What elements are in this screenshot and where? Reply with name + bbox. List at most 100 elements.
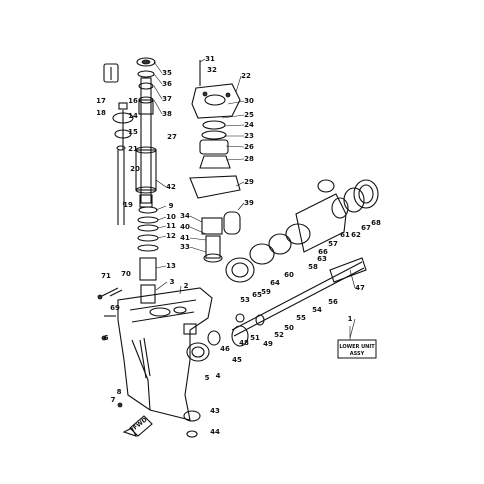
callout-68: 68: [371, 219, 381, 227]
leader-line-25: [221, 114, 245, 119]
callout-50: 50: [284, 324, 294, 332]
pinion-cluster: [201, 211, 241, 263]
callout-42: 42: [166, 183, 176, 191]
leader-line-31: [199, 58, 206, 63]
callout-60: 60: [284, 271, 294, 279]
leader-line-24: [223, 124, 245, 127]
callout-11: 11: [166, 222, 176, 230]
callout-52: 52: [274, 331, 284, 339]
callout-26: 26: [244, 143, 254, 151]
callout-8: 8: [117, 388, 122, 396]
callout-29: 29: [244, 178, 254, 186]
callout-39: 39: [244, 199, 254, 207]
callout-54: 54: [312, 306, 322, 314]
callout-1: 1: [348, 315, 353, 323]
leader-line-47: [349, 269, 356, 289]
callout-4: 4: [216, 372, 221, 380]
leader-line-19: [122, 199, 125, 206]
callout-23: 23: [244, 132, 254, 140]
leader-line-29: [235, 181, 245, 187]
callout-56: 56: [328, 298, 338, 306]
leader-lines: [122, 58, 356, 339]
callout-69: 69: [110, 304, 120, 312]
lower-casing: [117, 287, 213, 421]
title-box: LOWER UNIT ASSY: [337, 326, 377, 359]
leader-line-2: [179, 285, 182, 295]
leader-line-36: [153, 73, 163, 85]
leader-line-3: [155, 281, 168, 291]
callout-5: 5: [205, 374, 210, 382]
callout-49: 49: [263, 340, 273, 348]
callout-48: 48: [239, 339, 249, 347]
callout-66: 66: [318, 248, 328, 256]
leader-line-37: [153, 85, 163, 100]
shift-rod-assembly: [103, 63, 134, 150]
bottom-parts: [183, 323, 201, 438]
callout-57: 57: [328, 240, 338, 248]
callout-25: 25: [244, 111, 254, 119]
water-pump-housing: [189, 60, 241, 199]
callout-20: 20: [130, 165, 140, 173]
leader-line-34: [189, 215, 203, 223]
leader-line-41: [189, 237, 207, 241]
callout-17: 17: [96, 97, 106, 105]
callout-13: 13: [166, 262, 176, 270]
callout-31: 31: [205, 55, 215, 63]
leader-line-39: [237, 202, 245, 211]
leader-line-30: [227, 100, 245, 105]
callout-41: 41: [180, 234, 190, 242]
shim-stack: [137, 206, 159, 304]
reverse-gear: [225, 223, 311, 283]
leader-line-1: [349, 318, 356, 339]
leader-line-28: [225, 158, 245, 161]
leader-line-10: [157, 216, 167, 221]
callout-33: 33: [180, 243, 190, 251]
callout-18: 18: [96, 109, 106, 117]
callout-14: 14: [128, 112, 138, 120]
callout-7: 7: [111, 396, 116, 404]
callout-24: 24: [244, 121, 254, 129]
leader-line-42: [155, 179, 167, 188]
callout-45: 45: [232, 356, 242, 364]
callout-38: 38: [162, 110, 172, 118]
callout-34: 34: [180, 212, 190, 220]
callout-28: 28: [244, 155, 254, 163]
callout-21: 21: [128, 145, 138, 153]
callout-65: 65: [252, 291, 262, 299]
callout-30: 30: [244, 97, 254, 105]
title-box-line2: ASSY: [350, 351, 365, 357]
water-tube: [116, 145, 126, 225]
fwd-arrow: FWD: [122, 415, 153, 437]
leader-line-38: [153, 99, 163, 115]
callout-62: 62: [351, 231, 361, 239]
leader-line-11: [157, 225, 167, 229]
callout-61: 61: [340, 231, 350, 239]
callout-15: 15: [128, 128, 138, 136]
callout-37: 37: [162, 95, 172, 103]
callout-labels: 1234567891011121314151617181920212223242…: [96, 55, 381, 436]
callout-36: 36: [162, 80, 172, 88]
callout-51: 51: [250, 334, 260, 342]
callout-59: 59: [261, 288, 271, 296]
callout-70: 70: [121, 270, 131, 278]
callout-10: 10: [166, 213, 176, 221]
leader-line-9: [155, 205, 167, 211]
leader-line-40: [189, 226, 207, 235]
propeller-shaft: [231, 257, 367, 337]
leader-line-33: [189, 246, 207, 253]
callout-71: 71: [101, 272, 111, 280]
title-box-line1: LOWER UNIT: [339, 344, 375, 350]
callout-44: 44: [210, 428, 220, 436]
callout-55: 55: [296, 314, 306, 322]
callout-2: 2: [184, 282, 189, 290]
drive-shaft: [135, 77, 157, 208]
callout-32: 32: [207, 66, 217, 74]
callout-40: 40: [180, 223, 190, 231]
callout-47: 47: [355, 284, 365, 292]
leader-line-22: [235, 75, 242, 93]
shaft-seal-stack: [136, 57, 156, 115]
callout-46: 46: [220, 345, 230, 353]
callout-16: 16: [128, 97, 138, 105]
leader-line-35: [153, 61, 163, 74]
leader-line-13: [155, 265, 167, 269]
